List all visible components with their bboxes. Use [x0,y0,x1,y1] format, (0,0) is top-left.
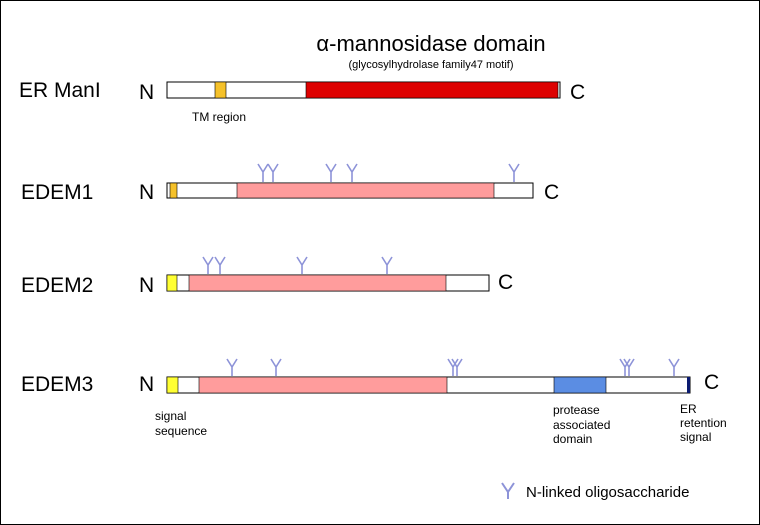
glycan-icons [202,256,393,274]
glycan-y-icon [619,358,631,376]
mannosidase-domain-segment [188,274,447,292]
er-retention-segment [687,377,690,393]
c-terminus-label: C [498,271,513,294]
protease-domain-segment [553,376,607,394]
svg-text:signal: signal [680,430,711,444]
signal-sequence-label: signal sequence [155,409,207,438]
n-terminus-label: N [139,373,154,396]
n-terminus-label: N [139,181,154,204]
svg-text:domain: domain [553,432,592,446]
glycan-y-icon [226,358,238,376]
protein-row-edem1: EDEM1 N C [21,163,559,204]
n-terminus-label: N [139,274,154,297]
glycan-y-icon [202,256,214,274]
protein-name-edem1: EDEM1 [21,181,93,204]
n-terminus-label: N [139,81,154,104]
protein-row-edem2: EDEM2 N C [21,256,513,297]
svg-text:protease: protease [553,403,600,417]
glycan-y-icon [501,482,515,499]
legend: N-linked oligosaccharide [501,482,689,501]
svg-text:retention: retention [680,416,727,430]
glycan-y-icon [325,163,337,182]
glycan-y-icon [508,163,520,182]
diagram-subtitle: (glycosylhydrolase family47 motif) [348,59,513,71]
svg-text:sequence: sequence [155,424,207,438]
mannosidase-domain-segment [236,182,495,199]
tm-region-segment [169,182,178,199]
protease-domain-label: protease associated domain [553,403,610,446]
glycan-y-icon [623,358,635,376]
protein-name-edem3: EDEM3 [21,373,93,396]
c-terminus-label: C [544,181,559,204]
mannosidase-domain-segment [305,81,559,99]
legend-label: N-linked oligosaccharide [526,484,689,501]
svg-text:signal: signal [155,409,186,423]
tm-region-segment [214,81,227,99]
protein-name-er-mani: ER ManI [19,79,101,102]
glycan-y-icon [267,163,279,182]
c-terminus-label: C [704,371,719,394]
svg-text:ER: ER [680,402,697,416]
glycan-icons [226,358,680,376]
protein-name-edem2: EDEM2 [21,274,93,297]
glycan-y-icon [447,358,459,376]
mannosidase-domain-segment [198,376,448,394]
c-terminus-label: C [570,81,585,104]
glycan-y-icon [214,256,226,274]
glycan-y-icon [381,256,393,274]
glycan-icons [257,163,520,182]
protein-row-edem3: EDEM3 N C signal sequence protease assoc… [21,358,727,446]
glycan-y-icon [668,358,680,376]
tm-region-label: TM region [192,110,246,124]
signal-sequence-segment [166,376,179,394]
glycan-y-icon [296,256,308,274]
glycan-y-icon [257,163,269,182]
diagram-title: α-mannosidase domain [316,31,545,56]
signal-sequence-segment [166,274,178,292]
svg-text:associated: associated [553,418,610,432]
protein-row-er-mani: ER ManI N C TM region [19,79,585,124]
glycan-y-icon [451,358,463,376]
glycan-y-icon [270,358,282,376]
glycan-y-icon [346,163,358,182]
er-retention-label: ER retention signal [680,402,727,444]
